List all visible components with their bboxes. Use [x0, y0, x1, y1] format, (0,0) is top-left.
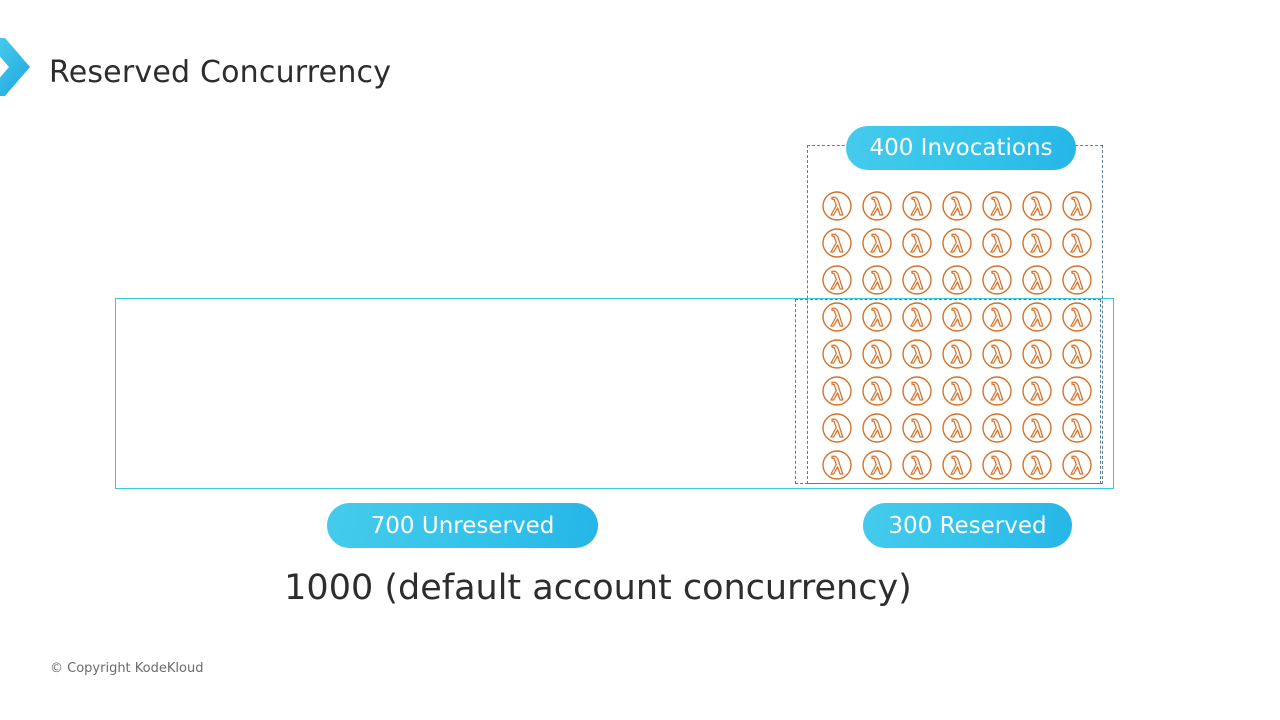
aws-lambda-icon	[982, 338, 1012, 369]
aws-lambda-icon	[822, 190, 852, 221]
aws-lambda-icon	[1062, 412, 1092, 443]
aws-lambda-icon	[942, 412, 972, 443]
account-concurrency-box	[115, 298, 1114, 489]
aws-lambda-icon	[982, 264, 1012, 295]
aws-lambda-icon	[1022, 264, 1052, 295]
badge-invocations-label: 400 Invocations	[869, 135, 1053, 161]
badge-reserved-label: 300 Reserved	[888, 512, 1047, 539]
aws-lambda-icon	[822, 227, 852, 258]
aws-lambda-icon	[902, 338, 932, 369]
reserved-region-box	[795, 299, 1101, 484]
aws-lambda-icon	[942, 264, 972, 295]
aws-lambda-icon	[1062, 264, 1092, 295]
aws-lambda-icon	[942, 227, 972, 258]
aws-lambda-icon	[1062, 449, 1092, 480]
aws-lambda-icon	[902, 449, 932, 480]
aws-lambda-icon	[862, 375, 892, 406]
aws-lambda-icon	[1022, 227, 1052, 258]
aws-lambda-icon	[982, 190, 1012, 221]
aws-lambda-icon	[862, 412, 892, 443]
aws-lambda-icon	[1022, 412, 1052, 443]
aws-lambda-icon	[942, 375, 972, 406]
aws-lambda-icon	[902, 412, 932, 443]
aws-lambda-icon	[1022, 301, 1052, 332]
aws-lambda-icon	[862, 338, 892, 369]
page-title: Reserved Concurrency	[49, 55, 392, 90]
aws-lambda-icon	[982, 227, 1012, 258]
concurrency-caption: 1000 (default account concurrency)	[284, 568, 912, 608]
aws-lambda-icon	[1062, 375, 1092, 406]
aws-lambda-icon	[1022, 375, 1052, 406]
aws-lambda-icon	[902, 227, 932, 258]
aws-lambda-icon	[942, 190, 972, 221]
badge-unreserved-label: 700 Unreserved	[370, 512, 555, 539]
aws-lambda-icon	[982, 449, 1012, 480]
aws-lambda-icon	[822, 264, 852, 295]
aws-lambda-icon	[822, 449, 852, 480]
aws-lambda-icon	[1022, 449, 1052, 480]
aws-lambda-icon	[1062, 190, 1092, 221]
badge-invocations: 400 Invocations	[846, 126, 1076, 170]
aws-lambda-icon	[1062, 338, 1092, 369]
aws-lambda-icon	[942, 338, 972, 369]
aws-lambda-icon	[822, 412, 852, 443]
aws-lambda-icon	[982, 375, 1012, 406]
aws-lambda-icon	[902, 190, 932, 221]
aws-lambda-icon	[902, 301, 932, 332]
chevron-right-icon	[0, 38, 30, 96]
aws-lambda-icon	[862, 449, 892, 480]
aws-lambda-icon	[822, 375, 852, 406]
aws-lambda-icon	[862, 227, 892, 258]
aws-lambda-icon	[902, 264, 932, 295]
badge-unreserved: 700 Unreserved	[327, 503, 598, 548]
aws-lambda-icon	[1022, 190, 1052, 221]
badge-reserved: 300 Reserved	[863, 503, 1072, 548]
aws-lambda-icon	[1062, 227, 1092, 258]
aws-lambda-icon	[942, 301, 972, 332]
aws-lambda-icon	[942, 449, 972, 480]
aws-lambda-icon	[862, 301, 892, 332]
aws-lambda-icon	[1062, 301, 1092, 332]
aws-lambda-icon	[1022, 338, 1052, 369]
copyright-notice: © Copyright KodeKloud	[50, 661, 204, 676]
aws-lambda-icon	[822, 301, 852, 332]
aws-lambda-icon	[822, 338, 852, 369]
aws-lambda-icon	[862, 264, 892, 295]
lambda-icon-grid	[817, 187, 1094, 483]
aws-lambda-icon	[862, 190, 892, 221]
aws-lambda-icon	[902, 375, 932, 406]
aws-lambda-icon	[982, 412, 1012, 443]
aws-lambda-icon	[982, 301, 1012, 332]
